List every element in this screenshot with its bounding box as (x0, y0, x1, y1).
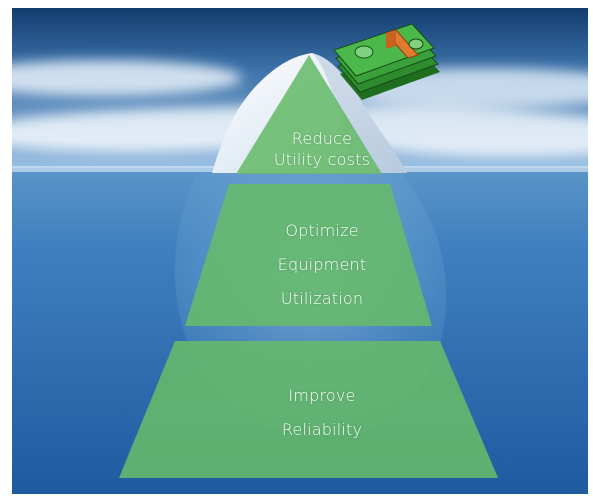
iceberg-shadow (312, 53, 407, 173)
tier-label-bottom: Improve Reliability (222, 379, 422, 447)
tier-middle-line-2: Equipment (277, 255, 367, 274)
tier-bottom-line-1: Improve (288, 386, 356, 405)
tier-label-top: Reduce Utility costs (257, 128, 387, 170)
tier-bottom-line-2: Reliability (281, 420, 363, 439)
iceberg-scene (12, 8, 588, 494)
tier-top-line-2: Utility costs (273, 150, 371, 169)
pyramid-tier-bottom (119, 341, 498, 478)
iceberg-pyramid-diagram: Reduce Utility costs Optimize Equipment … (12, 8, 588, 494)
tier-top-line-1: Reduce (291, 129, 353, 148)
tier-middle-line-1: Optimize (285, 221, 359, 240)
pyramid-tier-top (236, 55, 382, 174)
money-stack-icon (333, 23, 440, 100)
tier-label-middle: Optimize Equipment Utilization (242, 214, 402, 316)
tier-middle-line-3: Utilization (280, 289, 364, 308)
pyramid-tier-middle (185, 184, 432, 326)
